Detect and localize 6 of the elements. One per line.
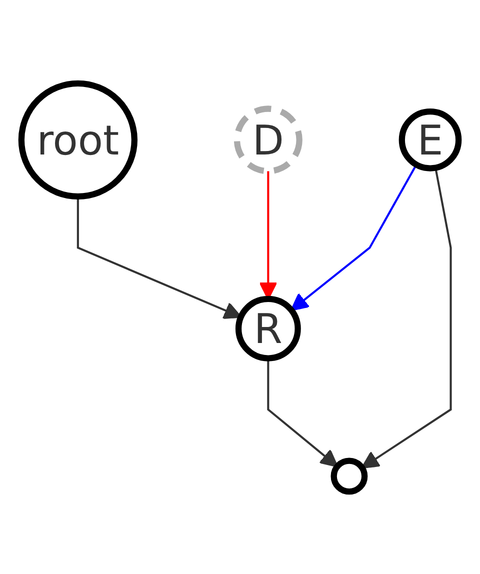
flowchart: root D R E: [5, 66, 475, 508]
node-circle: [234, 105, 302, 174]
node-circle: [235, 295, 301, 361]
node-circle: [398, 108, 462, 171]
node-circle: [18, 80, 138, 200]
node-circle: [330, 457, 368, 494]
